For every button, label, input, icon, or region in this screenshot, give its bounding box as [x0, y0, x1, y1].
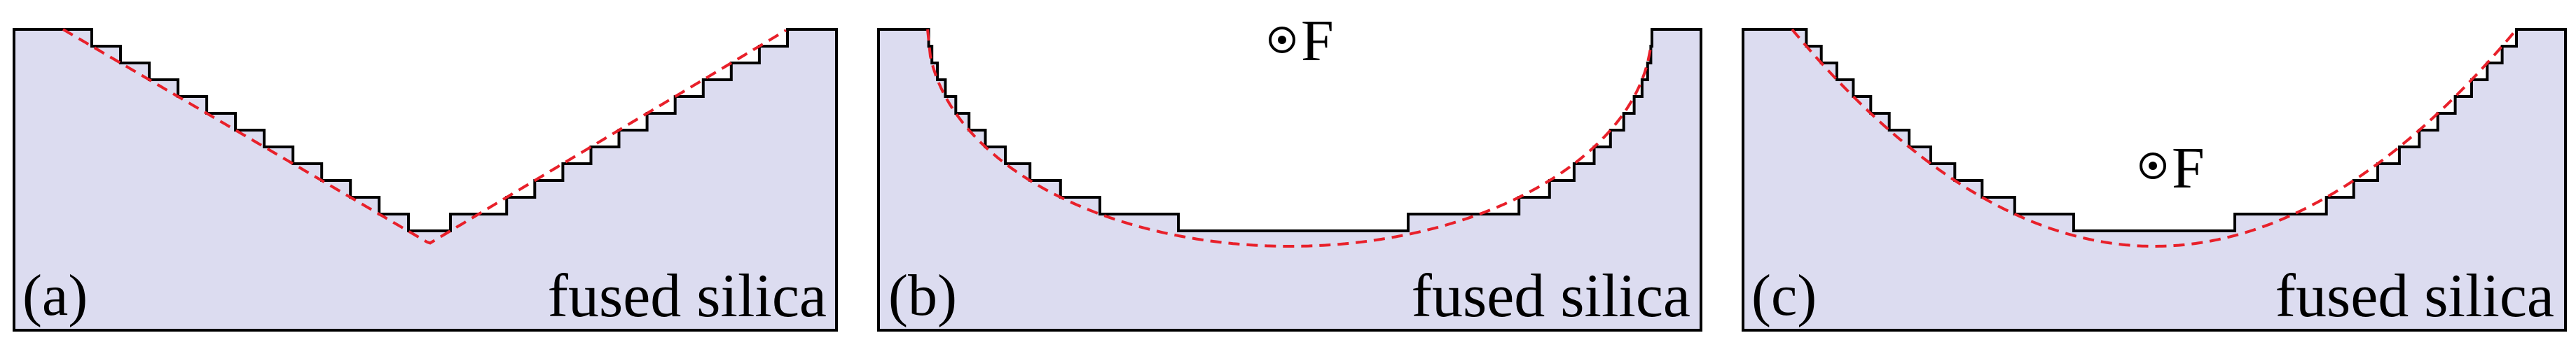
panel-b: F (b) fused silica — [877, 8, 1702, 332]
material-label-c: fused silica — [2275, 262, 2554, 330]
target-profile-c — [1791, 28, 2516, 248]
target-profile-b — [926, 29, 1652, 248]
focal-point-c: F — [2140, 136, 2205, 201]
substrate-b — [877, 28, 1702, 332]
panel-a: (a) fused silica — [13, 28, 838, 332]
material-label-b: fused silica — [1412, 262, 1690, 330]
panel-tag-c: (c) — [1751, 263, 1817, 328]
focal-label-c: F — [2172, 136, 2205, 201]
substrate-a — [13, 28, 838, 332]
substrate-c — [1742, 28, 2567, 332]
panel-c: F (c) fused silica — [1742, 28, 2567, 332]
focal-label-b: F — [1301, 8, 1334, 73]
circled-dot-icon — [2140, 153, 2166, 179]
panel-tag-a: (a) — [22, 263, 88, 328]
panel-tag-b: (b) — [888, 263, 957, 328]
focal-point-b: F — [1269, 8, 1334, 73]
circled-dot-icon — [1269, 27, 1295, 53]
material-label-a: fused silica — [548, 262, 827, 330]
circled-dot-center — [2149, 162, 2157, 170]
circled-dot-center — [1278, 36, 1286, 44]
target-profile-a — [62, 28, 787, 245]
